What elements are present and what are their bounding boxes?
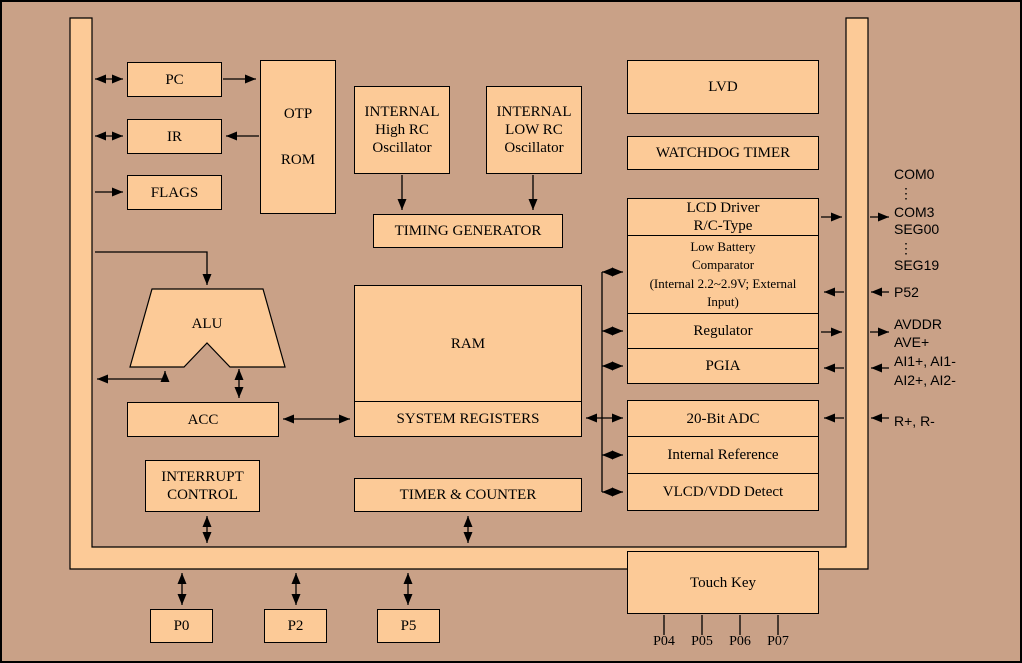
io-label-r: R+, R- bbox=[894, 413, 935, 429]
ellipsis-seg: ⋮ bbox=[899, 240, 913, 256]
io-label-seg00: SEG00 bbox=[894, 221, 940, 237]
pin-label-p04: P04 bbox=[653, 634, 675, 649]
io-label-com3: COM3 bbox=[894, 204, 935, 220]
block-lvd: LVD bbox=[627, 60, 819, 114]
block-timing-generator: TIMING GENERATOR bbox=[373, 214, 563, 248]
io-label-ave-plus: AVE+ bbox=[894, 334, 930, 350]
block-ir: IR bbox=[127, 119, 222, 154]
block-p2-label: P2 bbox=[287, 618, 304, 634]
io-label-p52: P52 bbox=[894, 284, 919, 300]
block-watchdog-timer: WATCHDOG TIMER bbox=[627, 136, 819, 170]
block-regulator: Regulator bbox=[627, 313, 819, 349]
block-pc: PC bbox=[127, 62, 222, 97]
block-low-rc-label: INTERNAL LOW RC Oscillator bbox=[496, 104, 572, 156]
block-vlcd-vdd-detect-label: VLCD/VDD Detect bbox=[662, 484, 784, 500]
block-lcd-driver-label: LCD Driver R/C-Type bbox=[686, 200, 760, 234]
block-lcd-driver: LCD Driver R/C-Type bbox=[627, 198, 819, 236]
block-alu-label: ALU bbox=[191, 316, 223, 332]
block-touch-key-label: Touch Key bbox=[689, 574, 756, 591]
block-system-registers-label: SYSTEM REGISTERS bbox=[396, 411, 540, 427]
block-timer-counter-label: TIMER & COUNTER bbox=[399, 487, 537, 503]
block-watchdog-timer-label: WATCHDOG TIMER bbox=[655, 145, 791, 161]
block-lvd-label: LVD bbox=[708, 79, 738, 95]
io-label-com0: COM0 bbox=[894, 166, 935, 182]
io-label-ai2: AI2+, AI2- bbox=[894, 372, 956, 388]
pin-label-p06: P06 bbox=[729, 634, 751, 649]
io-label-ai1: AI1+, AI1- bbox=[894, 353, 956, 369]
pin-label-p07: P07 bbox=[767, 634, 789, 649]
block-internal-reference: Internal Reference bbox=[627, 436, 819, 474]
block-vlcd-vdd-detect: VLCD/VDD Detect bbox=[627, 473, 819, 511]
block-otp-rom-label: OTP ROM bbox=[280, 105, 316, 169]
block-p5-label: P5 bbox=[400, 618, 417, 634]
block-interrupt-control: INTERRUPT CONTROL bbox=[145, 460, 260, 512]
block-high-rc-label: INTERNAL High RC Oscillator bbox=[364, 104, 440, 156]
block-acc-label: ACC bbox=[187, 411, 219, 428]
block-pgia: PGIA bbox=[627, 348, 819, 384]
block-touch-key: Touch Key bbox=[627, 551, 819, 614]
block-interrupt-control-label: INTERRUPT CONTROL bbox=[161, 469, 244, 503]
ellipsis-com: ⋮ bbox=[899, 185, 913, 201]
block-ram-label: RAM bbox=[450, 335, 486, 352]
block-p2: P2 bbox=[264, 609, 327, 643]
block-20bit-adc-label: 20-Bit ADC bbox=[686, 410, 760, 427]
io-label-seg19: SEG19 bbox=[894, 257, 940, 273]
block-internal-reference-label: Internal Reference bbox=[667, 447, 779, 463]
alu-shape bbox=[129, 288, 286, 368]
system-bus bbox=[69, 17, 869, 570]
arrow-alu-bus bbox=[97, 371, 170, 384]
block-pgia-label: PGIA bbox=[705, 358, 741, 374]
block-regulator-label: Regulator bbox=[693, 323, 753, 339]
block-timing-generator-label: TIMING GENERATOR bbox=[394, 223, 542, 239]
block-flags-label: FLAGS bbox=[150, 184, 199, 201]
pin-label-p05: P05 bbox=[691, 634, 713, 649]
block-p5: P5 bbox=[377, 609, 440, 643]
block-pc-label: PC bbox=[165, 71, 184, 88]
block-20bit-adc: 20-Bit ADC bbox=[627, 400, 819, 437]
block-acc: ACC bbox=[127, 402, 279, 437]
block-p0: P0 bbox=[150, 609, 213, 643]
block-internal-low-rc-oscillator: INTERNAL LOW RC Oscillator bbox=[486, 86, 582, 174]
block-low-battery-comparator: Low Battery Comparator (Internal 2.2~2.9… bbox=[627, 235, 819, 314]
block-system-registers: SYSTEM REGISTERS bbox=[354, 401, 582, 437]
arrow-bus-alu-top bbox=[95, 251, 212, 285]
block-ir-label: IR bbox=[167, 128, 182, 145]
block-p0-label: P0 bbox=[173, 618, 190, 634]
io-label-avddr: AVDDR bbox=[894, 316, 942, 332]
block-low-battery-comparator-label: Low Battery Comparator (Internal 2.2~2.9… bbox=[649, 239, 797, 309]
block-otp-rom: OTP ROM bbox=[260, 60, 336, 214]
block-timer-counter: TIMER & COUNTER bbox=[354, 478, 582, 512]
block-flags: FLAGS bbox=[127, 175, 222, 210]
block-internal-high-rc-oscillator: INTERNAL High RC Oscillator bbox=[354, 86, 450, 174]
block-ram: RAM bbox=[354, 285, 582, 402]
